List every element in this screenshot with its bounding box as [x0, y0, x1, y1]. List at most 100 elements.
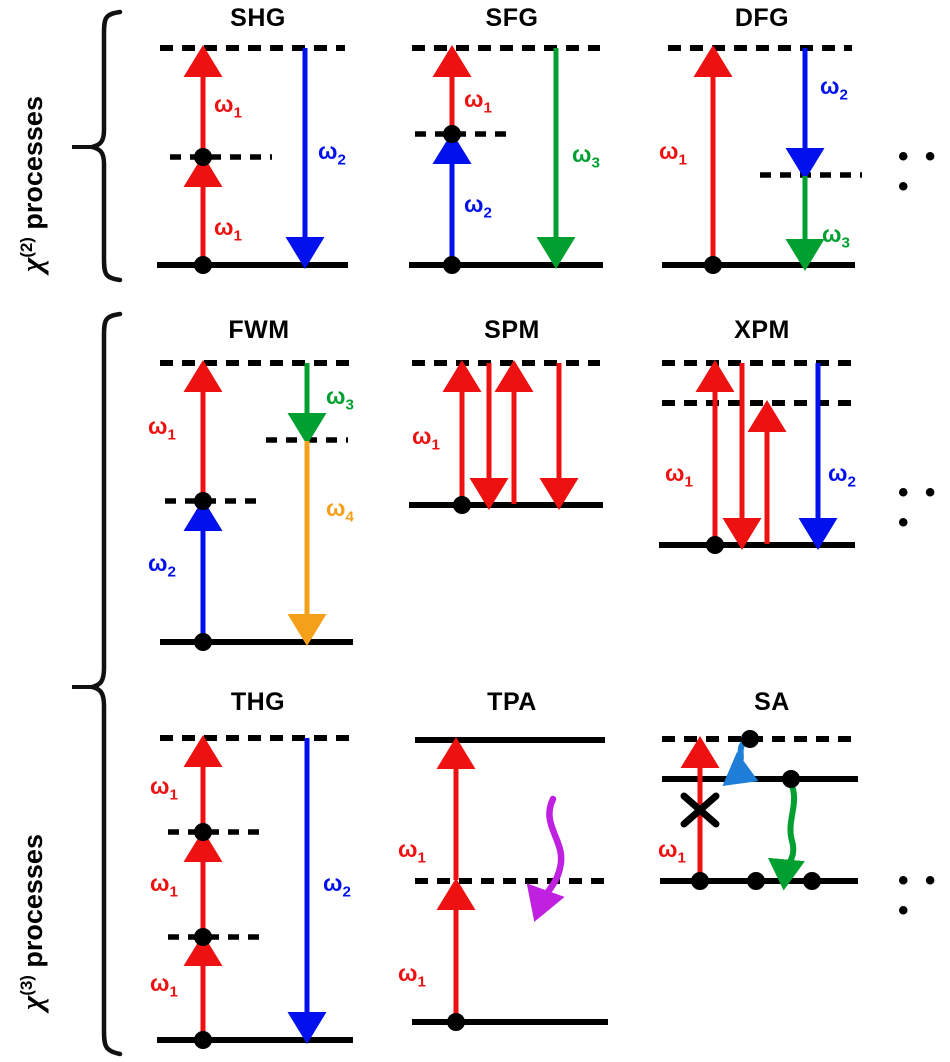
thg-dot-virtual-lower: [194, 928, 212, 946]
tpa-label-omega1-upper: ω1: [398, 838, 426, 866]
omega-subscript: 1: [417, 849, 426, 867]
dfg-label-omega1: ω1: [659, 140, 687, 168]
fwm-label-omega4: ω4: [326, 497, 354, 525]
shg-label-omega1-upper: ω1: [214, 93, 242, 121]
omega-subscript: 2: [483, 204, 492, 222]
thg-label-omega1-middle: ω1: [150, 872, 178, 900]
spm-label-omega1: ω1: [412, 425, 440, 453]
spm-dot-ground: [453, 496, 471, 514]
omega-char: ω: [464, 191, 484, 217]
omega-char: ω: [464, 86, 484, 112]
omega-char: ω: [150, 870, 170, 896]
thg-label-omega2: ω2: [323, 872, 351, 900]
omega-subscript: 3: [591, 154, 600, 172]
omega-subscript: 1: [169, 883, 178, 901]
sfg-label-omega3: ω3: [572, 143, 600, 171]
fwm-dot-ground: [194, 633, 212, 651]
fwm-label-omega1: ω1: [148, 415, 176, 443]
omega-char: ω: [412, 423, 432, 449]
panel-thg: [157, 735, 353, 1049]
panel-title-tpa: TPA: [487, 688, 537, 716]
thg-dot-virtual-upper: [194, 823, 212, 841]
omega-char: ω: [665, 460, 685, 486]
panel-title-thg: THG: [230, 688, 286, 716]
omega-char: ω: [318, 138, 338, 164]
panel-title-sfg: SFG: [485, 4, 539, 32]
omega-char: ω: [828, 460, 848, 486]
omega-subscript: 1: [431, 436, 440, 454]
omega-subscript: 2: [847, 473, 856, 491]
omega-subscript: 2: [839, 86, 848, 104]
omega-subscript: 1: [233, 104, 242, 122]
row1-ellipsis: • • •: [898, 140, 940, 203]
omega-char: ω: [398, 836, 418, 862]
dfg-label-omega3: ω3: [822, 223, 850, 251]
panel-title-shg: SHG: [230, 4, 286, 32]
omega-char: ω: [822, 221, 842, 247]
panel-shg: [157, 45, 348, 274]
omega-subscript: 1: [684, 473, 693, 491]
sfg-dot-virtual: [443, 125, 461, 143]
omega-subscript: 4: [345, 508, 354, 526]
omega-subscript: 1: [678, 151, 687, 169]
omega-char: ω: [323, 870, 343, 896]
sa-dot-virtual: [741, 730, 759, 748]
xpm-dot-ground: [706, 536, 724, 554]
fwm-label-omega2: ω2: [148, 552, 176, 580]
panel-title-sa: SA: [754, 688, 790, 716]
omega-subscript: 2: [337, 151, 346, 169]
panel-sa: [660, 730, 858, 891]
row3-ellipsis: • • •: [898, 864, 940, 927]
omega-subscript: 1: [483, 99, 492, 117]
omega-subscript: 1: [417, 973, 426, 991]
shg-label-omega1-lower: ω1: [214, 216, 242, 244]
omega-char: ω: [572, 141, 592, 167]
sa-dot-ground-2: [747, 872, 765, 890]
omega-subscript: 3: [345, 396, 354, 414]
dfg-label-omega2: ω2: [820, 75, 848, 103]
tpa-label-omega1-lower: ω1: [398, 962, 426, 990]
sfg-label-omega1: ω1: [464, 88, 492, 116]
omega-char: ω: [214, 91, 234, 117]
shg-dot-virtual: [194, 148, 212, 166]
panel-spm: [409, 360, 603, 514]
thg-label-omega1-upper: ω1: [150, 775, 178, 803]
sa-green-relaxation-squiggle: [767, 780, 805, 891]
panel-tpa: [412, 737, 608, 1031]
tpa-dot-ground: [447, 1013, 465, 1031]
omega-char: ω: [820, 73, 840, 99]
dfg-dot-ground: [704, 256, 722, 274]
panel-fwm: [160, 360, 353, 651]
omega-subscript: 1: [169, 786, 178, 804]
omega-char: ω: [148, 413, 168, 439]
omega-subscript: 2: [167, 563, 176, 581]
sa-dot-ground-1: [691, 872, 709, 890]
thg-label-omega1-lower: ω1: [150, 972, 178, 1000]
panel-dfg: [662, 45, 862, 274]
omega-char: ω: [148, 550, 168, 576]
omega-subscript: 3: [841, 234, 850, 252]
sa-dot-excited: [782, 770, 800, 788]
omega-subscript: 1: [167, 426, 176, 444]
panel-sfg: [409, 45, 603, 274]
omega-char: ω: [398, 960, 418, 986]
omega-char: ω: [150, 970, 170, 996]
row2-ellipsis: • • •: [898, 476, 940, 539]
omega-char: ω: [326, 495, 346, 521]
sa-label-omega1: ω1: [658, 838, 686, 866]
panel-title-fwm: FWM: [228, 316, 290, 344]
omega-subscript: 1: [677, 849, 686, 867]
sa-dot-ground-3: [803, 872, 821, 890]
fwm-dot-virtual: [194, 492, 212, 510]
panel-xpm: [659, 360, 855, 554]
panel-title-xpm: XPM: [734, 316, 790, 344]
sa-blocked-x-icon: [680, 792, 720, 828]
omega-char: ω: [658, 836, 678, 862]
panel-title-dfg: DFG: [734, 4, 790, 32]
panel-title-spm: SPM: [484, 316, 540, 344]
omega-char: ω: [326, 383, 346, 409]
sa-blue-relaxation-squiggle: [722, 738, 759, 786]
xpm-label-omega2: ω2: [828, 462, 856, 490]
